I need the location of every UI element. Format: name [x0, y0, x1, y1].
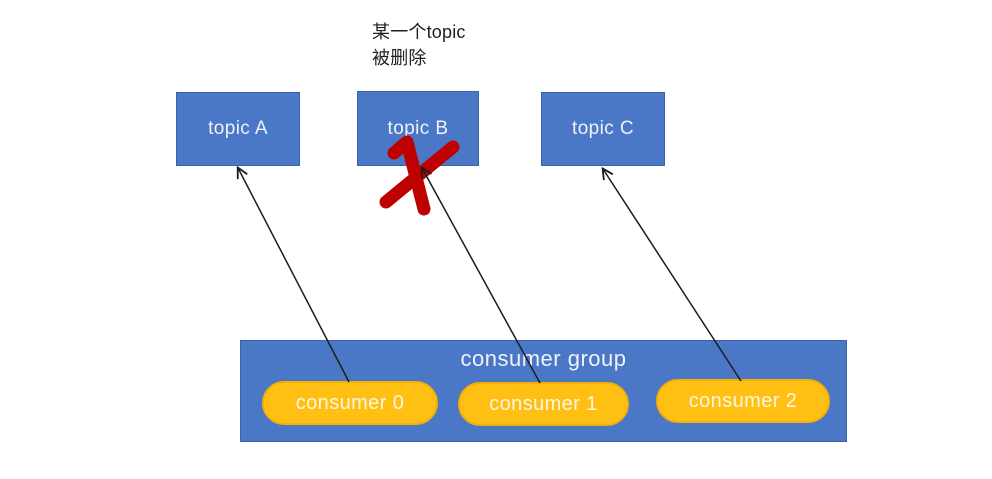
consumer-group-title: consumer group [460, 346, 627, 371]
consumer-2-pill: consumer 2 [656, 379, 830, 423]
topic-b-box: topic B [357, 91, 479, 166]
consumer-0-pill: consumer 0 [262, 381, 438, 425]
topic-a-label: topic A [208, 118, 268, 139]
consumer-1-label: consumer 1 [489, 392, 598, 415]
annotation-line-2: 被删除 [372, 48, 427, 68]
topic-a-box: topic A [176, 92, 300, 166]
annotation-topic-deleted: 某一个topic 被删除 [372, 19, 466, 71]
topic-c-label: topic C [572, 118, 634, 139]
consumer-0-label: consumer 0 [295, 391, 405, 414]
annotation-line-1: 某一个topic [372, 22, 466, 42]
topic-b-label: topic B [387, 117, 449, 139]
consumer-group-box: consumer group consumer 0 consumer 1 con… [240, 340, 847, 442]
consumer-1-pill: consumer 1 [458, 382, 629, 426]
topic-c-box: topic C [541, 92, 665, 166]
consumer-2-label: consumer 2 [688, 389, 798, 412]
